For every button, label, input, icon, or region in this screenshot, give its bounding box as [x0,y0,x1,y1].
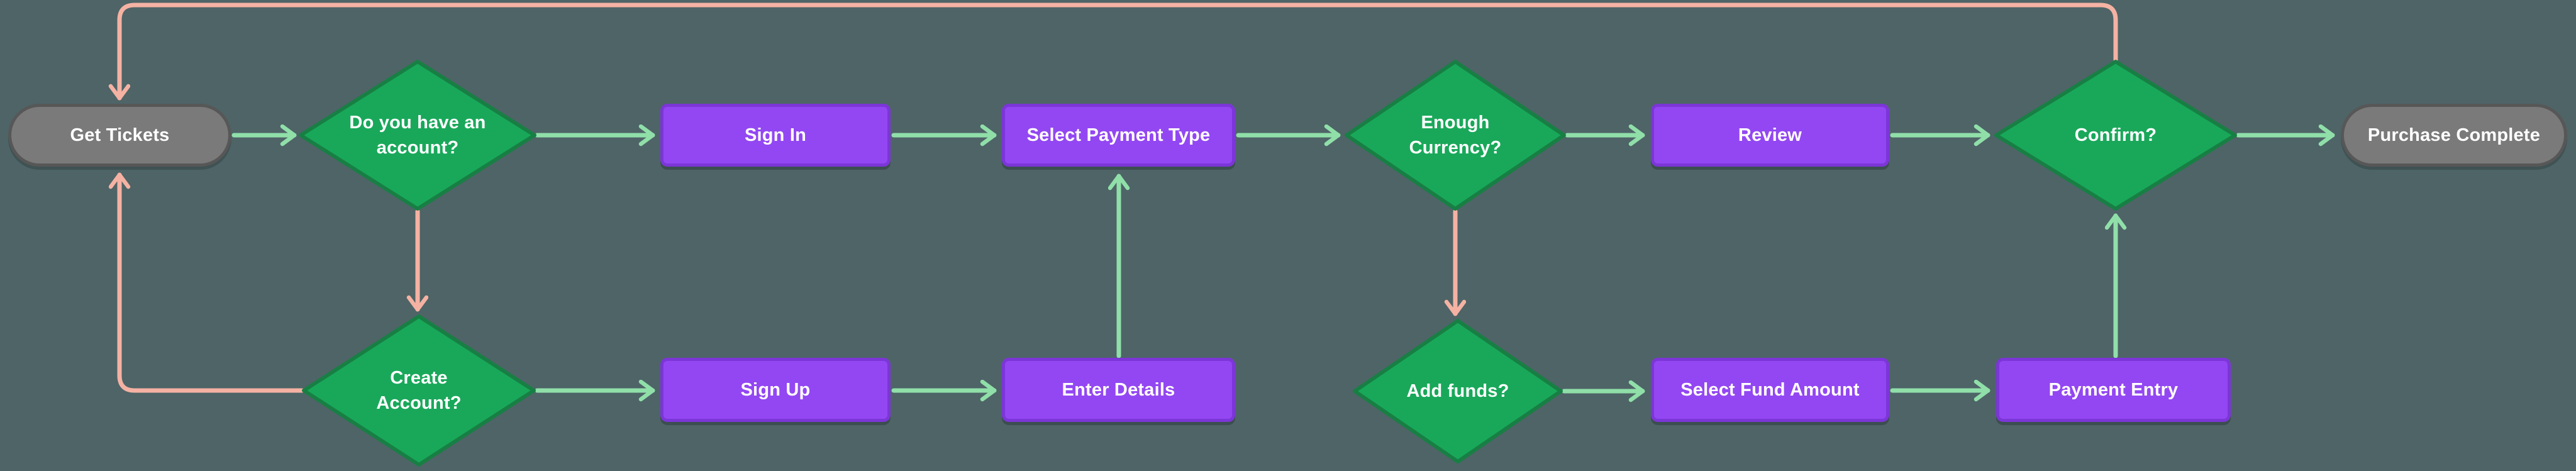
edge-confirm-to-get-tickets [119,3,2118,101]
node-review-label: Review [1738,125,1802,145]
node-create-account-shape[interactable] [302,314,536,467]
node-sign-in-label: Sign In [744,125,807,145]
node-select-payment-type-label: Select Payment Type [1026,125,1211,145]
node-review[interactable]: Review [1651,104,1889,167]
node-payment-entry[interactable]: Payment Entry [1996,358,2231,422]
node-select-fund-amount-label: Select Fund Amount [1680,379,1860,400]
node-enter-details-label: Enter Details [1062,379,1175,400]
node-select-payment-type[interactable]: Select Payment Type [1002,104,1235,167]
node-enough-currency-shape[interactable] [1345,60,1566,211]
node-purchase-complete-label: Purchase Complete [2367,125,2541,145]
node-select-fund-amount[interactable]: Select Fund Amount [1651,358,1889,422]
edge-create-account-to-get-tickets [119,172,304,393]
node-sign-in[interactable]: Sign In [660,104,891,167]
node-sign-up-label: Sign Up [740,379,811,400]
node-get-tickets-label: Get Tickets [70,125,170,145]
node-confirm-shape[interactable] [1994,60,2237,211]
node-account-decision-shape[interactable] [299,60,536,211]
node-get-tickets[interactable]: Get Tickets [8,104,231,167]
node-purchase-complete[interactable]: Purchase Complete [2341,104,2567,167]
node-add-funds-shape[interactable] [1353,319,1563,463]
node-payment-entry-label: Payment Entry [2048,379,2179,400]
node-sign-up[interactable]: Sign Up [660,358,891,422]
node-enter-details[interactable]: Enter Details [1002,358,1235,422]
